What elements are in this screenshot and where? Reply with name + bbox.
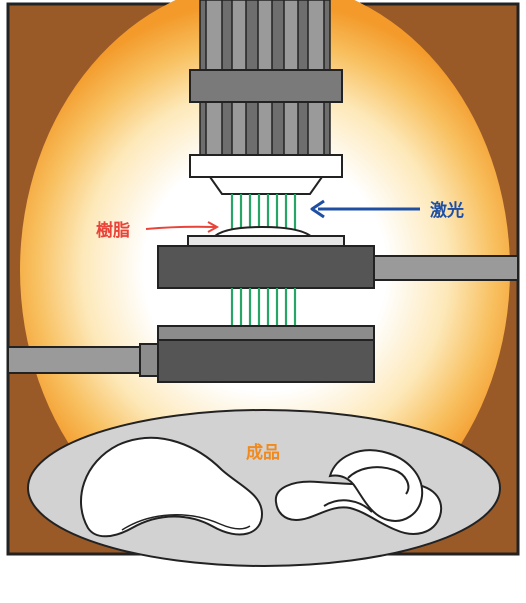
lower-plate — [157, 325, 375, 341]
product-label: 成品 — [246, 442, 280, 463]
lower-arm — [7, 346, 145, 374]
upper-platen — [157, 245, 375, 289]
product-knot — [274, 449, 443, 535]
nozzle-cone — [208, 176, 324, 195]
laser-beams-upper — [230, 194, 297, 232]
spindle-clamp — [189, 69, 343, 103]
resin-arrow — [145, 221, 220, 233]
upper-arm — [369, 255, 519, 281]
laser-label: 激光 — [430, 200, 464, 221]
product-kidney — [80, 436, 264, 538]
laser-arrow — [310, 199, 420, 219]
resin-plate — [187, 235, 345, 247]
product-kidney-inner — [121, 514, 251, 531]
lower-platen — [157, 339, 375, 383]
laser-beams-lower — [230, 288, 297, 326]
nozzle-block — [189, 154, 343, 178]
resin-label: 樹脂 — [96, 220, 130, 241]
